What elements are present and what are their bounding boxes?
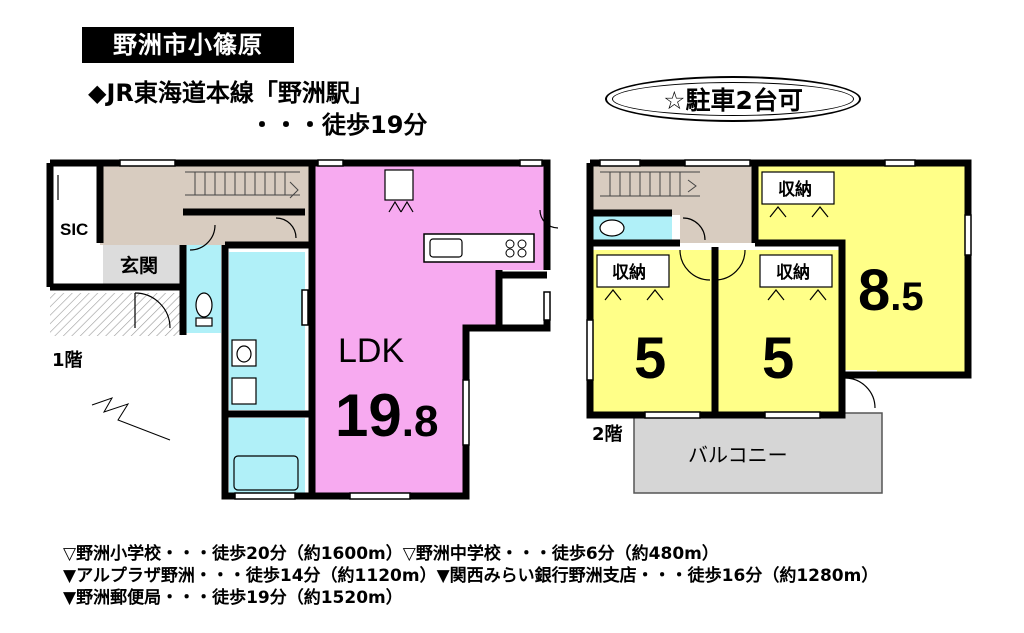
storage-units-2f bbox=[596, 171, 835, 301]
storage-door-1f bbox=[384, 169, 414, 213]
stove-icon bbox=[505, 239, 515, 249]
entrance-porch bbox=[50, 293, 182, 336]
fixtures-1f bbox=[195, 292, 299, 491]
parking-badge: ☆駐車2台可 bbox=[605, 76, 861, 122]
doors-1f bbox=[57, 175, 559, 329]
kitchen-counter bbox=[423, 233, 535, 263]
balcony-area bbox=[633, 412, 883, 494]
floor-2-plan bbox=[586, 159, 972, 494]
floor1-label: 1階 bbox=[52, 350, 83, 371]
entrance-label: 玄関 bbox=[120, 254, 158, 277]
storage-label-a: 収納 bbox=[612, 262, 646, 283]
ldk-label: LDK bbox=[338, 332, 404, 370]
nearby-facilities-line-1: ▽野洲小学校・・・徒歩20分（約1600m）▽野洲中学校・・・徒歩6分（約480… bbox=[63, 544, 719, 564]
bathtub-icon bbox=[233, 455, 299, 491]
storage-label-b: 収納 bbox=[776, 262, 810, 283]
sic-label: SIC bbox=[60, 220, 88, 239]
stair-hall bbox=[100, 163, 312, 245]
windows-2f bbox=[586, 159, 972, 419]
station-walk-time: ・・・徒歩19分 bbox=[250, 111, 428, 139]
stairs-2f bbox=[600, 171, 700, 197]
storage-label-c: 収納 bbox=[778, 179, 812, 200]
parking-label: ☆駐車2台可 bbox=[663, 86, 803, 115]
sink-icon bbox=[429, 238, 463, 258]
ldk-size-decimal: .8 bbox=[402, 397, 439, 446]
stair-hall-2f bbox=[590, 163, 752, 215]
entrance-floor bbox=[103, 245, 183, 287]
bedroom-c-size-decimal: .5 bbox=[890, 275, 923, 319]
toilet-icon bbox=[195, 292, 213, 318]
ldk-size: 19.8 bbox=[335, 382, 438, 449]
ldk-size-main: 19 bbox=[335, 382, 402, 449]
balcony-label: バルコニー bbox=[688, 443, 788, 467]
bedroom-a-size: 5 bbox=[634, 326, 666, 391]
bedroom-c-size-main: 8 bbox=[858, 258, 890, 323]
north-arrow bbox=[91, 397, 171, 441]
nearby-facilities-line-2: ▼アルプラザ野洲・・・徒歩14分（約1120m）▼関西みらい銀行野洲支店・・・徒… bbox=[63, 566, 879, 586]
toilet-2f-icon bbox=[599, 219, 625, 237]
station-info: ◆JR東海道本線「野洲駅」 bbox=[88, 79, 374, 107]
windows-1f bbox=[119, 159, 551, 500]
stairs-1f bbox=[185, 171, 300, 199]
nearby-facilities-line-3: ▼野洲郵便局・・・徒歩19分（約1520m） bbox=[63, 588, 403, 608]
floor2-label: 2階 bbox=[592, 424, 623, 445]
page-title: 野洲市小篠原 bbox=[82, 27, 294, 63]
floor-1-plan bbox=[46, 159, 559, 500]
bedroom-b-size: 5 bbox=[762, 326, 794, 391]
bedroom-c bbox=[755, 163, 968, 375]
bedroom-c-size: 8.5 bbox=[858, 258, 924, 323]
doors-2f bbox=[599, 217, 876, 409]
